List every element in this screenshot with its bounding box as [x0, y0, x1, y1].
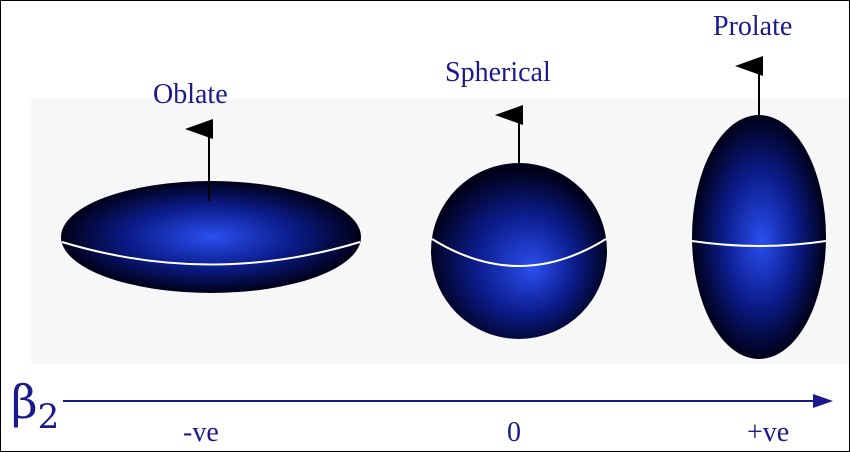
prolate-shape — [691, 56, 827, 359]
axis-arrowhead — [813, 394, 833, 408]
tick-negative: -ve — [183, 417, 219, 448]
oblate-label: Oblate — [153, 79, 228, 110]
oblate-shape — [61, 119, 361, 293]
axis-symbol: β2 — [11, 375, 60, 437]
tick-zero: 0 — [507, 417, 521, 448]
prolate-label: Prolate — [713, 11, 793, 42]
spherical-label: Spherical — [445, 57, 551, 88]
beta-axis — [63, 394, 833, 408]
spherical-shape — [431, 105, 607, 339]
tick-positive: +ve — [747, 417, 790, 448]
